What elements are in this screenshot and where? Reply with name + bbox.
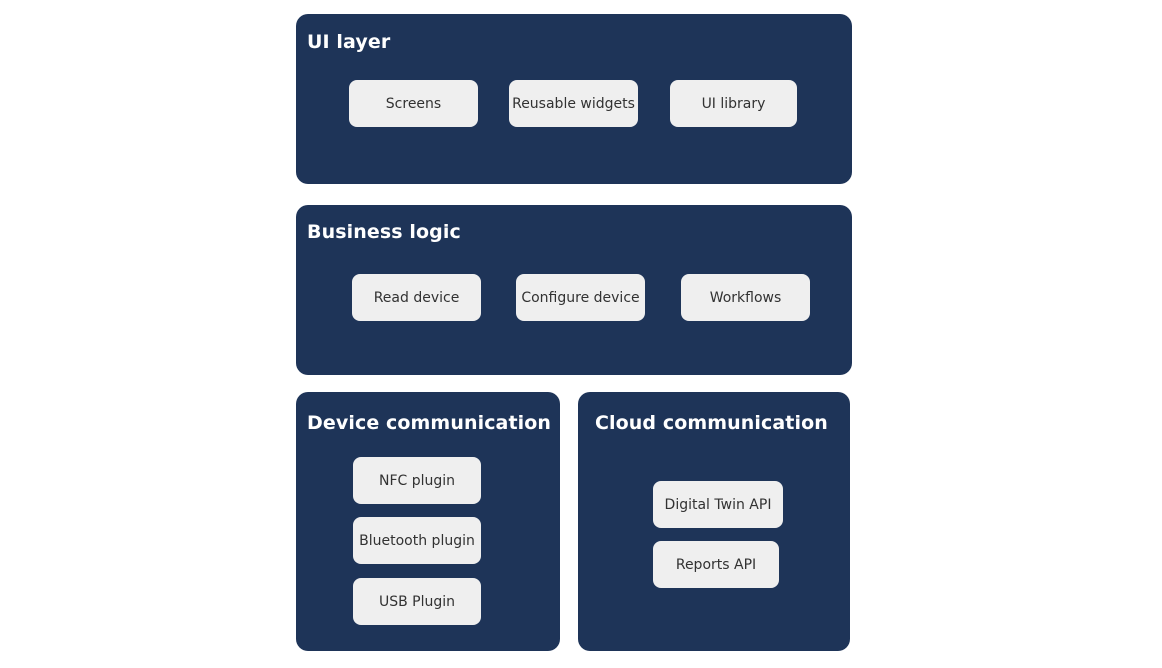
chip-reports-api[interactable]: Reports API xyxy=(653,541,779,588)
layer-title-business-logic: Business logic xyxy=(307,221,461,243)
chip-usb-plugin[interactable]: USB Plugin xyxy=(353,578,481,625)
chip-nfc-plugin[interactable]: NFC plugin xyxy=(353,457,481,504)
layer-title-device-communication: Device communication xyxy=(307,412,552,434)
chip-reusable-widgets[interactable]: Reusable widgets xyxy=(509,80,638,127)
chip-workflows[interactable]: Workflows xyxy=(681,274,810,321)
chip-configure-device[interactable]: Configure device xyxy=(516,274,645,321)
chip-read-device[interactable]: Read device xyxy=(352,274,481,321)
chip-digital-twin-api[interactable]: Digital Twin API xyxy=(653,481,783,528)
chip-ui-library[interactable]: UI library xyxy=(670,80,797,127)
chip-screens[interactable]: Screens xyxy=(349,80,478,127)
layer-title-cloud-communication: Cloud communication xyxy=(595,412,828,434)
layer-title-ui-layer: UI layer xyxy=(307,31,391,53)
chip-bluetooth-plugin[interactable]: Bluetooth plugin xyxy=(353,517,481,564)
